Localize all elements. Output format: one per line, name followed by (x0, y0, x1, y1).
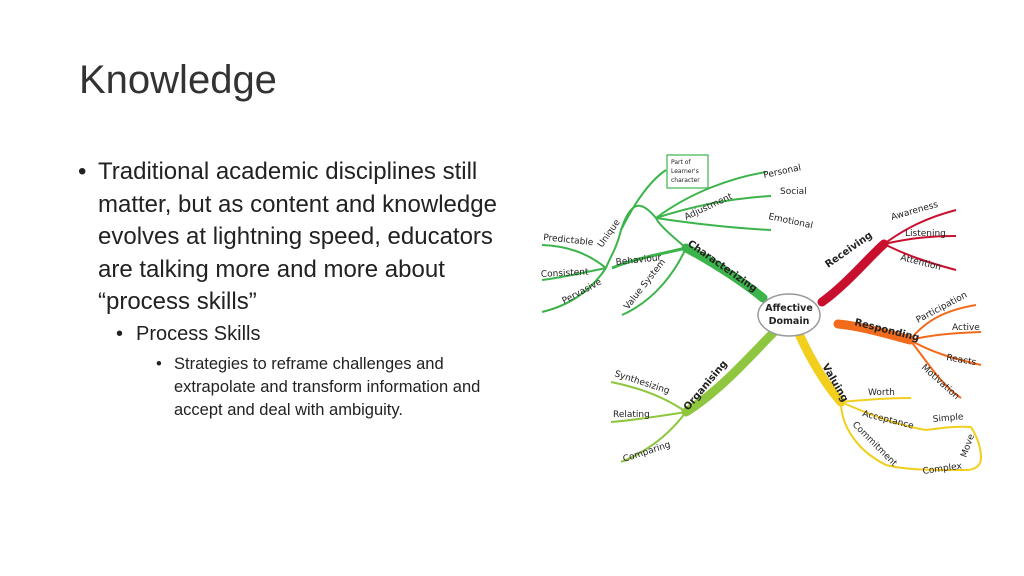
characterizing-to-valuesystem (621, 247, 687, 316)
bullet-dot: • (116, 322, 124, 345)
valuing-trunk (795, 331, 846, 407)
bullet-main-text: Traditional academic disciplines still m… (98, 158, 497, 315)
reacts-label: Reacts (945, 353, 977, 368)
complex-label: Complex (922, 461, 963, 476)
behaviour-to-pervasive (541, 267, 607, 313)
synthesizing-label: Synthesizing (613, 369, 671, 396)
valuing-to-worth (840, 397, 912, 403)
receiving-to-awareness (883, 209, 957, 245)
responding-to-motivation (909, 339, 962, 399)
pervasive-label: Pervasive (561, 277, 604, 306)
worth-label: Worth (868, 388, 895, 398)
move-label: Move (959, 432, 977, 459)
simple-label: Simple (932, 412, 964, 425)
behaviour-label: Behaviour (615, 253, 662, 268)
commitment-to-complex (885, 464, 967, 471)
bullet-list: • Traditional academic disciplines still… (78, 156, 498, 422)
bullet-subsub-text: Strategies to reframe challenges and ext… (174, 354, 481, 419)
branch-responding: Responding Participation Active Reacts M… (833, 290, 982, 402)
attention-label: Attention (899, 253, 942, 273)
valuing-to-commitment (840, 401, 887, 466)
adjustment-to-emotional (655, 217, 772, 231)
acceptance-label: Acceptance (861, 409, 915, 431)
consistent-label: Consistent (541, 267, 590, 280)
relating-label: Relating (613, 410, 650, 420)
center-node: Affective Domain (757, 293, 821, 337)
adjustment-to-personal (655, 171, 767, 219)
acceptance-to-simple (925, 425, 972, 431)
unique-label: Unique (596, 218, 623, 250)
organising-to-comparing (620, 411, 687, 463)
responding-to-participation (909, 304, 977, 341)
listening-label: Listening (905, 229, 946, 239)
characterizing-label: Characterizing (685, 238, 759, 294)
commitment-label: Commitment (850, 420, 899, 469)
social-label: Social (780, 187, 807, 197)
center-ellipse (757, 293, 821, 337)
bullet-dot: • (78, 158, 87, 185)
characterizing-to-adjustment (655, 217, 687, 249)
move-loop (965, 426, 983, 471)
bullet-main: • Traditional academic disciplines still… (78, 156, 498, 319)
responding-trunk (833, 319, 915, 345)
personal-label: Personal (763, 163, 803, 181)
awareness-label: Awareness (890, 200, 940, 223)
center-label-line-1: Affective (765, 303, 813, 314)
branch-characterizing: Part of Learner's character Characterizi… (541, 154, 814, 316)
character-note-box (666, 154, 709, 189)
behaviour-to-consistent (541, 267, 607, 281)
active-label: Active (952, 323, 980, 333)
characterizing-trunk (681, 243, 768, 303)
receiving-to-attention (883, 243, 957, 271)
center-label-line-2: Domain (769, 316, 810, 327)
character-note-line-2: Learner's (671, 168, 699, 175)
responding-to-reacts (909, 339, 982, 366)
receiving-trunk (817, 239, 889, 307)
motivation-label: Motivation (919, 363, 961, 402)
characterizing-to-behaviour (611, 246, 687, 270)
character-note-line-1: Part of (671, 159, 691, 166)
comparing-label: Comparing (622, 440, 672, 465)
slide-title: Knowledge (79, 58, 277, 102)
bullet-sub: • Process Skills (78, 321, 498, 347)
organising-to-relating (610, 411, 687, 423)
emotional-label: Emotional (767, 212, 813, 231)
organising-trunk (681, 327, 779, 417)
adjustment-to-social (655, 195, 772, 219)
branch-receiving: Receiving Awareness Listening Attention (817, 200, 957, 307)
organising-to-synthesizing (610, 381, 687, 413)
character-note-line-3: character (671, 177, 700, 184)
branch-organising: Organising Synthesizing Relating Compari… (610, 327, 779, 465)
affective-domain-mind-map: Part of Learner's character Characterizi… (541, 154, 983, 477)
valuing-to-acceptance (840, 401, 927, 431)
unique-to-note (620, 169, 667, 231)
receiving-to-listening (883, 235, 957, 245)
bullet-subsub: • Strategies to reframe challenges and e… (78, 353, 498, 422)
bullet-sub-text: Process Skills (136, 322, 261, 345)
responding-to-active (909, 331, 982, 341)
behaviour-to-predictable (541, 244, 607, 269)
bullet-dot: • (156, 354, 162, 373)
